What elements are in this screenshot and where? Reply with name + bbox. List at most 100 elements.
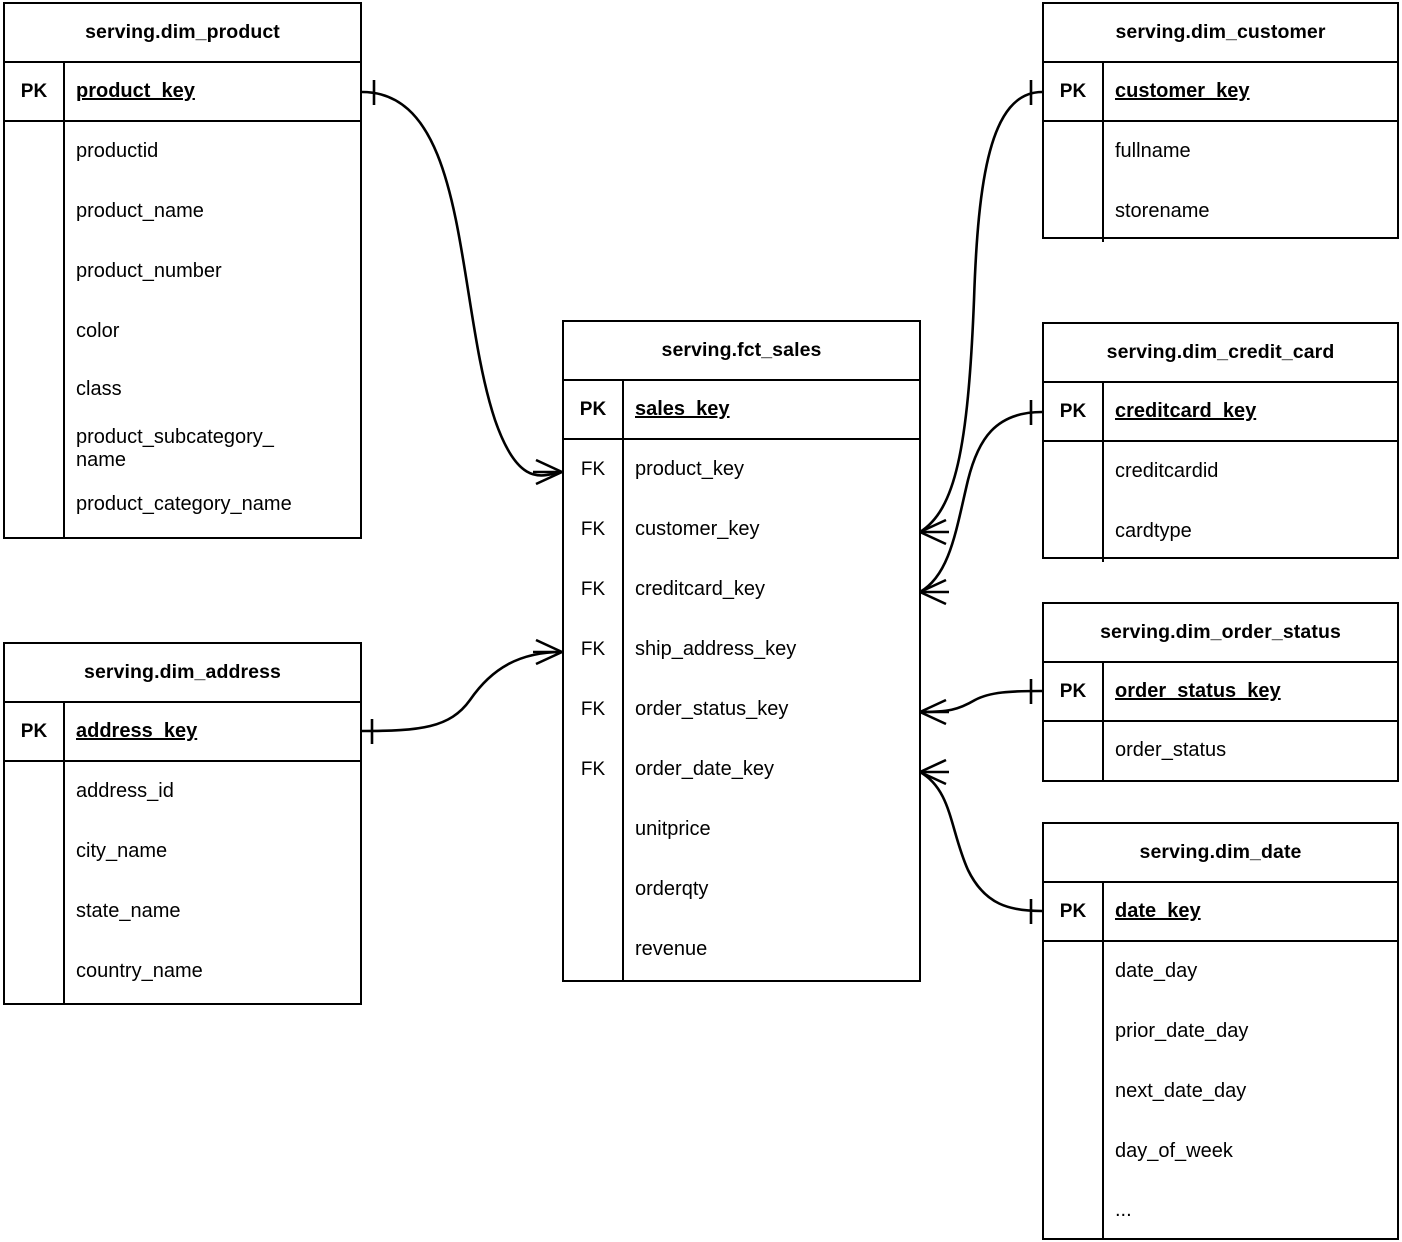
attr-list-dim-date: date_day prior_date_day next_date_day da… [1104,942,1397,1240]
attr-list-dim-customer: fullname storename [1104,122,1397,242]
entity-dim-customer[interactable]: serving.dim_customer PK customer_key ful… [1042,2,1399,242]
attr-row-pk: PK product_key [5,63,360,122]
entity-title-dim-product: serving.dim_product [5,4,360,63]
attr-row-pk: PK customer_key [1044,63,1397,122]
attr-name-customer-key: customer_key [635,518,760,541]
attr-row-fk-creditcard-key: FK creditcard_key [564,560,919,620]
cardinality-many-customer [919,518,949,546]
key-label-fk: FK [564,740,624,800]
entity-title-dim-customer: serving.dim_customer [1044,4,1397,63]
attr-body-dim-order-status: order_status [1044,722,1397,780]
attr-row-pk: PK order_status_key [1044,663,1397,722]
attr-name-creditcard-key: creditcard_key [1115,399,1257,422]
key-label-fk: FK [564,680,624,740]
list-item: ... [1115,1199,1132,1222]
key-label-pk: PK [1044,63,1104,120]
entity-dim-address[interactable]: serving.dim_address PK address_key addre… [3,642,362,1005]
relationship-credit-card [919,410,1043,594]
attr-name-sales-key: sales_key [635,397,730,420]
attr-row-pk: PK date_key [1044,883,1397,942]
attr-name-address-key: address_key [76,719,198,742]
attr-row-pk: PK address_key [5,703,360,762]
list-item: product_subcategory_ name [76,425,274,471]
key-column-spacer [1044,442,1104,562]
attr-row-fk-ship-address-key: FK ship_address_key [564,620,919,680]
key-column-spacer [564,800,624,980]
attr-body-dim-customer: fullname storename [1044,122,1397,242]
attr-row-fk-customer-key: FK customer_key [564,500,919,560]
entity-title-dim-address: serving.dim_address [5,644,360,703]
cardinality-many-product [533,458,563,486]
attr-name-date-key: date_key [1115,899,1201,922]
relationship-product [361,90,563,477]
entity-dim-product[interactable]: serving.dim_product PK product_key produ… [3,2,362,539]
attr-row-fk-order-status-key: FK order_status_key [564,680,919,740]
list-item: prior_date_day [1115,1020,1249,1043]
entity-dim-credit-card[interactable]: serving.dim_credit_card PK creditcard_ke… [1042,322,1399,562]
attr-body-dim-date: date_day prior_date_day next_date_day da… [1044,942,1397,1240]
attr-row-pk: PK creditcard_key [1044,383,1397,442]
measure-body-fct-sales: unitprice orderqty revenue [564,800,919,980]
list-item: cardtype [1115,520,1192,543]
list-item: address_id [76,780,174,803]
key-column-spacer [5,762,65,1003]
list-item: color [76,320,120,343]
attr-row-pk: PK sales_key [564,381,919,440]
list-item: date_day [1115,960,1198,983]
key-label-pk: PK [1044,883,1104,940]
entity-title-dim-date: serving.dim_date [1044,824,1397,883]
attr-list-dim-product: productid product_name product_number co… [65,122,360,537]
attr-row-fk-product-key: FK product_key [564,440,919,500]
cardinality-many-credit-card [919,578,949,606]
cardinality-many-date [919,758,949,786]
list-item: state_name [76,900,181,923]
list-item: unitprice [635,818,711,841]
cardinality-many-address [533,638,563,666]
list-item: creditcardid [1115,460,1219,483]
attr-body-dim-product: productid product_name product_number co… [5,122,360,537]
attr-name-order-status-key: order_status_key [1115,679,1281,702]
list-item: country_name [76,960,203,983]
key-label-pk: PK [564,381,624,438]
list-item: orderqty [635,878,709,901]
key-column-spacer [1044,722,1104,780]
key-column-spacer [1044,122,1104,242]
measure-list-fct-sales: unitprice orderqty revenue [624,800,919,980]
entity-title-dim-order-status: serving.dim_order_status [1044,604,1397,663]
attr-list-dim-address: address_id city_name state_name country_… [65,762,360,1003]
key-label-fk: FK [564,500,624,560]
list-item: product_name [76,200,204,223]
list-item: city_name [76,840,168,863]
attr-body-dim-address: address_id city_name state_name country_… [5,762,360,1003]
cardinality-many-order-status [919,698,949,726]
relationship-address [361,650,563,733]
list-item: product_category_name [76,493,292,516]
key-label-pk: PK [1044,383,1104,440]
attr-name-product-key: product_key [635,458,744,481]
key-label-fk: FK [564,620,624,680]
relationship-customer [919,90,1043,534]
key-column-spacer [1044,942,1104,1240]
list-item: product_number [76,260,222,283]
list-item: revenue [635,938,708,961]
entity-fct-sales[interactable]: serving.fct_sales PK sales_key FK produc… [562,320,921,982]
attr-name-order-date-key: order_date_key [635,758,774,781]
entity-title-fct-sales: serving.fct_sales [564,322,919,381]
key-label-pk: PK [5,703,65,760]
attr-name-creditcard-key: creditcard_key [635,578,766,601]
entity-dim-order-status[interactable]: serving.dim_order_status PK order_status… [1042,602,1399,782]
entity-title-dim-credit-card: serving.dim_credit_card [1044,324,1397,383]
attr-list-dim-order-status: order_status [1104,722,1397,780]
attr-name-customer-key: customer_key [1115,79,1250,102]
entity-dim-date[interactable]: serving.dim_date PK date_key date_day pr… [1042,822,1399,1240]
list-item: class [76,378,122,401]
key-label-fk: FK [564,560,624,620]
relationship-date [919,770,1043,913]
list-item: day_of_week [1115,1140,1233,1163]
key-label-fk: FK [564,440,624,500]
key-label-pk: PK [1044,663,1104,720]
attr-name-product-key: product_key [76,79,195,102]
attr-row-fk-order-date-key: FK order_date_key [564,740,919,800]
attr-list-dim-credit-card: creditcardid cardtype [1104,442,1397,562]
attr-name-ship-address-key: ship_address_key [635,638,797,661]
